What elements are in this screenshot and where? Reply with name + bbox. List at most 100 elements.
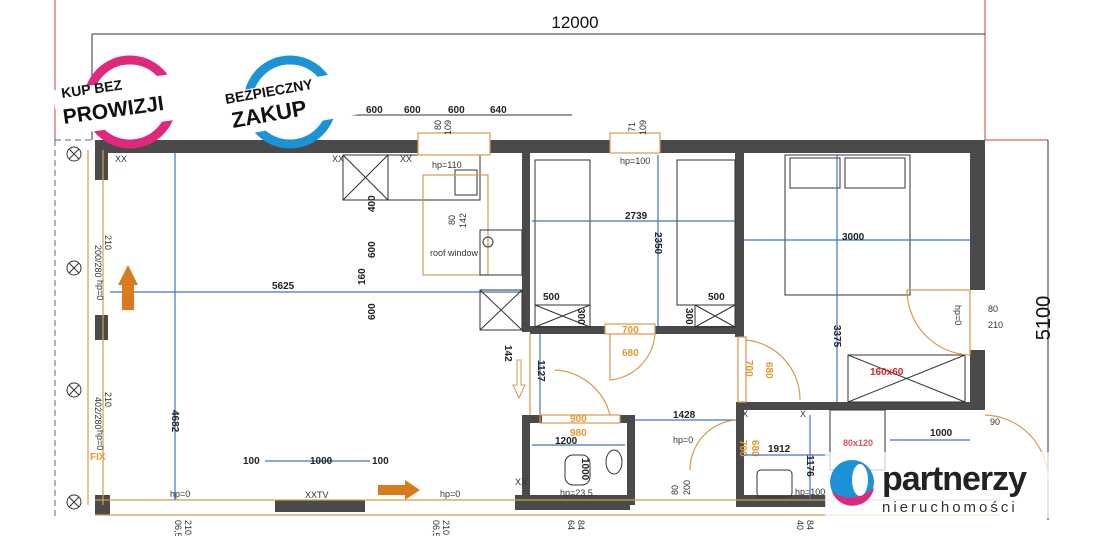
dimension-label: XX (515, 477, 527, 487)
dimension-label: 1000 (310, 456, 333, 467)
dimension-label: 600 (367, 241, 378, 258)
dimension-label: 640 (490, 105, 507, 116)
dimension-label: 80 (433, 120, 443, 130)
dimension-label: 84 (805, 520, 815, 530)
dimension-label: hp=100 (795, 487, 825, 497)
dimension-label: 06,5 (173, 520, 183, 536)
dimension-label: 700 (622, 325, 639, 336)
dimension-label: partnerzy (882, 460, 1027, 498)
dimension-label: hp=0 (95, 430, 105, 450)
dimension-label: 1428 (673, 410, 696, 421)
dimension-label: 300 (683, 308, 694, 325)
dimension-label: 06,5 (431, 520, 441, 536)
dimension-label: 109 (638, 120, 648, 135)
dimension-label: 600 (404, 105, 421, 116)
dimension-label: 64 (566, 520, 576, 530)
dimension-label: 700 (743, 360, 754, 377)
dimension-label: 210 (441, 520, 451, 535)
dimension-label: hp=110 (432, 160, 462, 170)
dimension-label: 160 (357, 268, 368, 285)
dimension-label: 109 (443, 120, 453, 135)
wardrobe-label: 160x60 (870, 367, 904, 378)
cabinet-dimensions: 600 600 600 640 (345, 105, 572, 116)
dimension-label: 600 (448, 105, 465, 116)
dimension-label: 200 (682, 480, 692, 495)
dimension-label: hp=0 (170, 489, 190, 499)
dimension-label: hp=0 (95, 280, 105, 300)
dimension-label: 210 (183, 520, 193, 535)
dimension-label: 100 (243, 456, 260, 467)
dimension-label: 500 (543, 292, 560, 303)
dimension-label: hp=23,5 (560, 488, 593, 498)
dimension-label: XX (332, 154, 344, 164)
safe-purchase-badge: BEZPIECZNY ZAKUP (217, 55, 359, 149)
dimension-label: 500 (708, 292, 725, 303)
dimension-label: 4682 (169, 410, 180, 433)
bathroom-2: 700 680 1912 1176 hp=100 1000 90 X X (737, 409, 1049, 500)
dimension-label: 680 (763, 362, 774, 379)
dimension-label: XX (115, 154, 127, 164)
shower-label: 80x120 (843, 438, 873, 448)
dimension-label: 210 (988, 320, 1003, 330)
dimension-label: 1176 (804, 455, 815, 477)
hallway: 1127 1428 hp=0 80 200 700 680 (512, 334, 801, 495)
dimension-label: 80 (988, 304, 998, 314)
dimension-label: 80 (670, 485, 680, 495)
dimension-label: roof window (430, 248, 479, 258)
dimension-label: hp=100 (620, 156, 650, 166)
dimension-label: 1200 (555, 436, 578, 447)
dimension-label: XXTV (305, 490, 329, 500)
dimension-label: 600 (366, 105, 383, 116)
kitchen: 80 109 hp=110 80 142 roof window 142 (342, 120, 523, 362)
dimension-label: 980 (570, 428, 587, 439)
dimension-label: 680 (749, 440, 760, 457)
dimension-label: X (800, 409, 806, 419)
no-commission-badge: KUP BEZ PROWIZJI (52, 55, 208, 149)
dimension-label: 300 (575, 308, 586, 325)
dimension-label: 1000 (579, 458, 590, 481)
dimension-label: 1127 (535, 360, 546, 382)
living-room: 5625 4682 100 1000 100 XX XX XX 400 600 … (110, 153, 522, 500)
dimension-label: 71 (627, 122, 637, 132)
dimension-label: 40 (795, 520, 805, 530)
dimension-label: 3375 (831, 325, 842, 348)
direction-arrow-icon (378, 480, 420, 500)
dimension-label: 142 (458, 213, 468, 228)
dimension-label: 600 (367, 303, 378, 320)
bathroom-1: 900 980 1200 1000 hp=23,5 XX (515, 414, 625, 498)
left-facade: 200/280 210 hp=0 402/280 210 hp=0 FIX (54, 139, 113, 518)
bedroom-two-beds: 71 109 hp=100 2739 2350 500 500 300 300 … (532, 120, 736, 381)
dimension-label: 210 (103, 235, 113, 250)
dimension-label: 80 (447, 215, 457, 225)
dimension-label: 142 (502, 345, 513, 362)
dimension-label: hp=0 (673, 435, 693, 445)
dimension-label: hp=0 (440, 489, 460, 499)
dimension-label: 100 (372, 456, 389, 467)
entrance-arrow-icon (118, 265, 138, 310)
dimension-label: 210 (103, 392, 113, 407)
dimension-label: 84 (576, 520, 586, 530)
bedroom-double-bed: 3000 3375 160x60 hp=0 80 210 (744, 154, 1003, 403)
partnerzy-logo: partnerzy nieruchomości (825, 452, 1080, 518)
dimension-label: X (742, 409, 748, 419)
overall-width-label: 12000 (551, 13, 598, 32)
dimension-label: hp=0 (953, 305, 963, 325)
dimension-label: 5625 (272, 281, 295, 292)
dimension-label: 680 (622, 348, 639, 359)
dimension-label: 900 (570, 414, 587, 425)
dimension-label: 2350 (652, 232, 663, 255)
dimension-label: 1912 (768, 444, 791, 455)
dimension-label: 90 (990, 417, 1000, 427)
dimension-label: nieruchomości (882, 499, 1018, 516)
dimension-label: 402/280 (93, 397, 103, 430)
dimension-label: FIX (90, 452, 106, 463)
dimension-label: 1000 (930, 428, 953, 439)
dimension-label: 700 (737, 440, 748, 457)
overall-height-label: 5100 (1033, 296, 1055, 341)
dimension-label: XX (400, 154, 412, 164)
dimension-label: 2739 (625, 211, 648, 222)
dimension-label: 3000 (842, 232, 865, 243)
dimension-label: 400 (367, 195, 378, 212)
